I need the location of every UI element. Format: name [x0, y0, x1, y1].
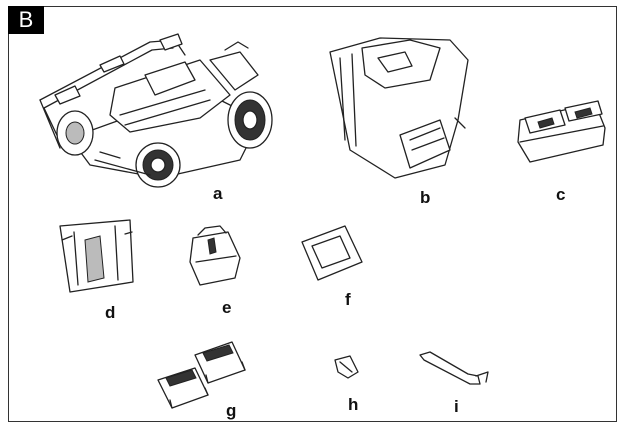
grass-bag-drawing — [329, 37, 469, 179]
manual-drawing — [301, 225, 363, 281]
part-label-i: i — [454, 397, 459, 416]
part-label-a: a — [213, 184, 223, 203]
bag-frame-drawing — [59, 219, 134, 293]
charger-drawing — [517, 100, 606, 163]
batteries-drawing — [157, 341, 246, 409]
clip-drawing — [334, 355, 359, 379]
figure-badge: B — [8, 6, 44, 34]
part-label-f: f — [345, 290, 351, 309]
part-label-b: b — [420, 188, 431, 207]
mulching-plug-drawing — [189, 225, 241, 286]
part-label-c: c — [556, 185, 566, 204]
strap-drawing — [419, 351, 489, 385]
part-label-g: g — [226, 401, 237, 420]
part-label-d: d — [105, 303, 116, 322]
part-label-h: h — [348, 395, 359, 414]
part-label-e: e — [222, 298, 232, 317]
figure-frame — [8, 6, 617, 422]
lawn-mower-drawing — [39, 33, 273, 188]
